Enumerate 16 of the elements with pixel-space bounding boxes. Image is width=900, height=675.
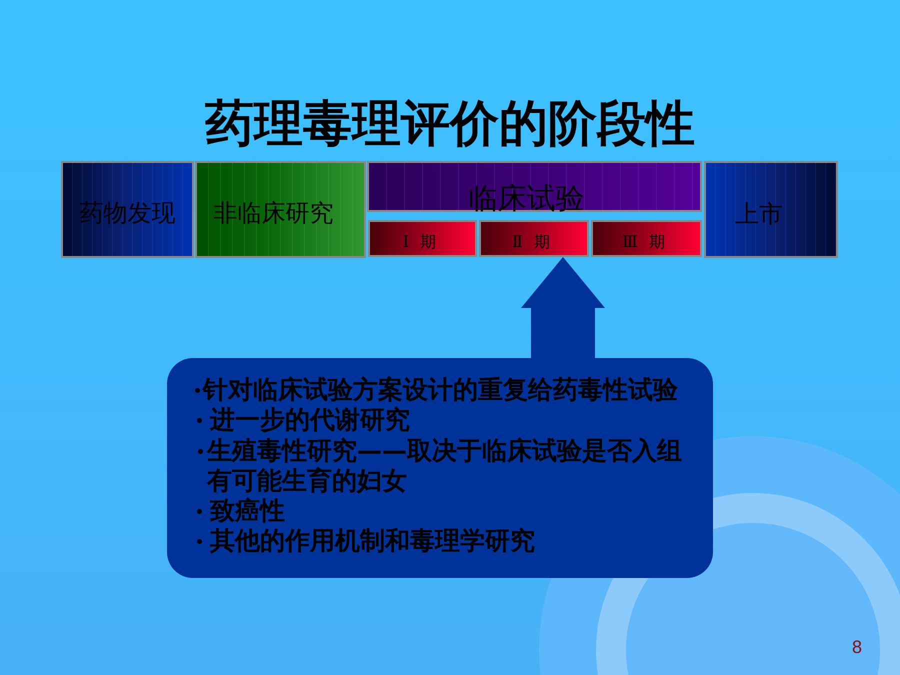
stage-box: 临床试验	[367, 161, 702, 212]
list-item-text: 致癌性	[210, 496, 285, 526]
slide-title: 药理毒理评价的阶段性	[204, 94, 696, 154]
callout-box	[167, 358, 713, 578]
phase-box: Ⅰ 期	[368, 220, 477, 257]
phase-box: Ⅲ 期	[591, 220, 702, 257]
list-item-text: 针对临床试验方案设计的重复给药毒性试验	[203, 375, 678, 405]
stage-box: 上市	[704, 161, 838, 258]
phase-box: Ⅱ 期	[479, 220, 589, 257]
list-item-text: 进一步的代谢研究	[210, 405, 410, 435]
stage-box: 非临床研究	[195, 161, 366, 258]
stage-box: 药物发现	[61, 161, 194, 258]
list-item-text: 其他的作用机制和毒理学研究	[210, 526, 535, 556]
list-item-text: 生殖毒性研究——取决于临床试验是否入组有可能生育的妇女	[207, 436, 683, 496]
page-number: 8	[850, 636, 863, 658]
arrow	[521, 257, 605, 358]
